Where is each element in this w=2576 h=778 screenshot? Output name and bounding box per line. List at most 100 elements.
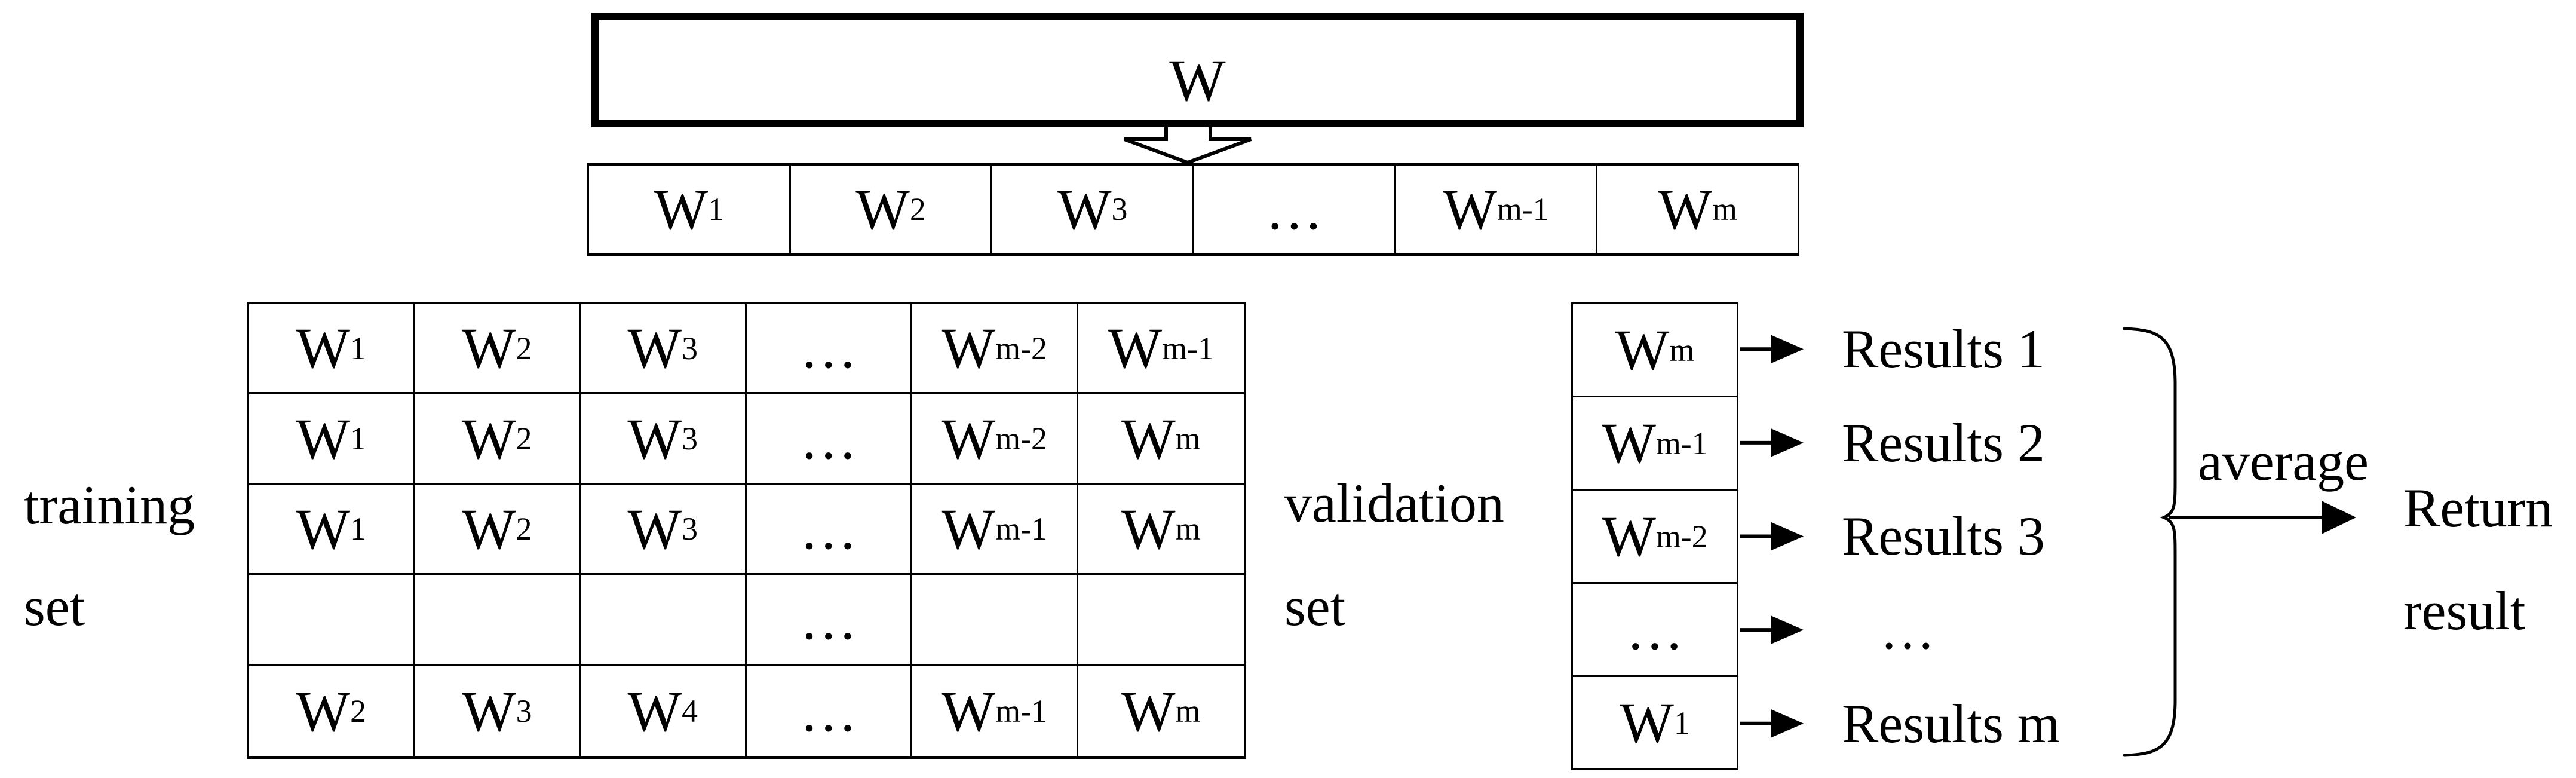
training-cell: … [747,304,913,394]
result-arrow-icon [1740,709,1804,738]
training-cell [1078,575,1244,666]
cell-text: W [628,678,682,745]
cell-text: … [1265,176,1323,243]
cell-text: W [942,406,996,472]
result-label: Results 2 [1842,411,2045,474]
training-cell: W2 [415,394,581,485]
average-arrow-icon [2169,501,2356,534]
training-cell: Wm-2 [912,394,1078,485]
result-row: Results 1 [1842,302,2060,396]
cell-text: W [462,315,516,381]
training-cell: Wm-1 [912,666,1078,756]
training-cell: W1 [249,304,415,394]
average-label: average [2198,430,2369,493]
training-cell [581,575,747,666]
training-cell: … [747,394,913,485]
cell-text: W [1121,496,1176,562]
cell-text: W [628,315,682,381]
results-brace [2124,329,2175,755]
cell-text: W [628,406,682,472]
validation-cell: Wm-2 [1573,491,1737,584]
validation-cell: … [1573,584,1737,677]
training-cell: W1 [249,485,415,575]
training-cell [249,575,415,666]
result-arrow-icon [1740,428,1804,457]
cell-text: W [942,678,996,745]
training-cell: W3 [581,304,747,394]
training-cell: … [747,666,913,756]
result-row: … [1842,583,2060,677]
cell-text: W [1602,503,1656,569]
result-label: Results 1 [1842,317,2045,381]
cell-text: W [1658,176,1712,243]
cell-text: W [296,315,351,381]
result-row: Results m [1842,676,2060,770]
validation-column: WmWm-1Wm-2…W1 [1571,302,1738,770]
cell-text: W [1615,317,1670,383]
validation-set-label-line1: validation [1284,471,1504,535]
result-arrow-icon [1740,615,1804,644]
training-cell: W3 [581,485,747,575]
cell-text: W [462,406,516,472]
training-table: W1W2W3…Wm-2Wm-1W1W2W3…Wm-2WmW1W2W3…Wm-1W… [247,302,1246,759]
strip-cell: W2 [791,166,993,253]
training-cell: … [747,575,913,666]
cell-text: … [800,496,857,562]
strip-cell: Wm [1597,166,1798,253]
result-label: … [1842,598,1935,661]
results-list: Results 1 Results 2 Results 3 … Results m [1842,302,2060,770]
validation-set-label-line2: set [1284,575,1345,638]
cell-text: W [855,176,910,243]
result-label: Results m [1842,692,2060,755]
cell-text: … [800,406,857,472]
w-box: W [591,13,1804,127]
cell-text: … [800,315,857,381]
strip-cell: W1 [589,166,791,253]
cell-text: … [1626,596,1683,663]
cell-text: W [628,496,682,562]
training-cell: Wm [1078,666,1244,756]
strip-cell: Wm-1 [1396,166,1598,253]
cell-text: W [296,678,351,745]
result-row: Results 2 [1842,396,2060,490]
cell-text: W [1602,410,1656,476]
training-cell: Wm-1 [912,485,1078,575]
cell-text: W [942,496,996,562]
validation-cell: W1 [1573,677,1737,768]
training-cell: Wm [1078,485,1244,575]
cell-text: W [1121,406,1176,472]
cell-text: W [462,678,516,745]
result-label: Results 3 [1842,504,2045,568]
result-arrow-icon [1740,522,1804,551]
training-cell: Wm-2 [912,304,1078,394]
cell-text: W [1057,176,1112,243]
training-cell: W3 [415,666,581,756]
strip-cell: W3 [992,166,1194,253]
training-cell [912,575,1078,666]
cell-text: … [800,678,857,745]
cell-text: W [462,496,516,562]
training-cell: Wm-1 [1078,304,1244,394]
training-cell: W3 [581,394,747,485]
training-set-label-line2: set [24,575,85,638]
cell-text: W [1443,176,1497,243]
training-cell: W4 [581,666,747,756]
training-set-label-line1: training [24,473,195,537]
return-result-label-line1: Return [2403,476,2553,540]
training-cell: W2 [415,485,581,575]
cell-text: W [1620,690,1674,756]
training-cell: W2 [249,666,415,756]
training-cell: … [747,485,913,575]
cell-text: W [296,496,351,562]
w-box-label: W [1169,46,1225,115]
training-cell: W2 [415,304,581,394]
training-cell [415,575,581,666]
return-result-label-line2: result [2403,579,2525,642]
training-cell: W1 [249,394,415,485]
cell-text: … [800,586,857,653]
cell-text: W [296,406,351,472]
cell-text: W [1121,678,1176,745]
w-strip: W1W2W3 … Wm-1Wm [587,163,1799,256]
cell-text: W [1108,315,1163,381]
